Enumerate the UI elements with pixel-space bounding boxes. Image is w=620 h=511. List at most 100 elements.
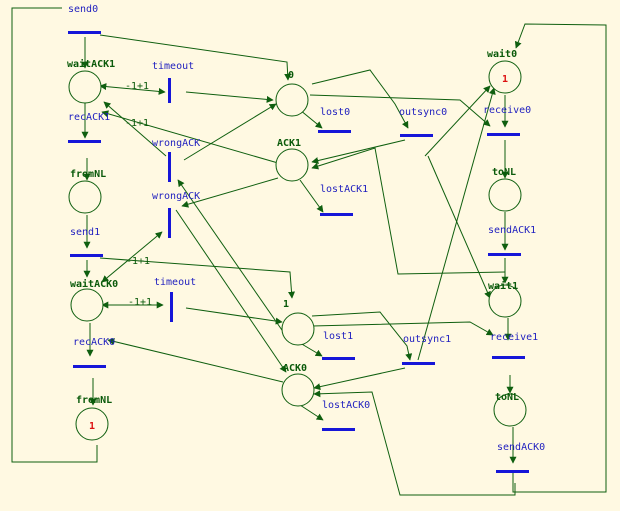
arc-0-to-lost0 — [299, 109, 323, 129]
arc-send0-to-0 — [99, 34, 292, 81]
label-waitACK0: waitACK0 — [70, 278, 118, 290]
label-outsync1: outsync1 — [403, 334, 451, 345]
label-lost0: lost0 — [320, 107, 350, 118]
arc-timeout1-to-0 — [185, 91, 274, 103]
place-labels: waitACK1 fromNL waitACK0 fromNL 0 ACK1 1… — [67, 48, 519, 406]
transition-lostACK1[interactable] — [320, 213, 353, 216]
label-0: 0 — [288, 70, 294, 81]
transition-send1[interactable] — [70, 254, 103, 257]
arc-0-to-outsync0 — [311, 69, 409, 129]
label-toNL-top: toNL — [492, 167, 516, 178]
arc-ack1-to-lostACK1 — [299, 179, 324, 213]
arc-wait0-to-outsync0 — [424, 85, 491, 157]
transition-lost0[interactable] — [318, 130, 351, 133]
transition-labels: send0 recACK1 send1 recACK0 timeout wron… — [68, 4, 545, 453]
transition-wrongACK2[interactable] — [168, 208, 171, 238]
label-waitACK1: waitACK1 — [67, 58, 115, 70]
weight-waitACK1-timeout: -1+1 — [125, 81, 149, 92]
arc-waitACK0-wrongACK2 — [101, 231, 163, 283]
weight-waitACK1-wrongACK: -1+1 — [125, 118, 149, 129]
weight-waitACK0-wrongACK: -1+1 — [126, 256, 150, 267]
label-fromNL-bottom: fromNL — [76, 395, 112, 406]
label-send1: send1 — [70, 227, 100, 238]
label-timeout1: timeout — [152, 61, 194, 72]
place-fromNL-bottom[interactable] — [75, 407, 109, 441]
label-1: 1 — [283, 299, 289, 310]
label-fromNL-top: fromNL — [70, 169, 106, 180]
label-sendACK0: sendACK0 — [497, 442, 545, 453]
transition-timeout2[interactable] — [170, 292, 173, 322]
arcs — [11, 7, 607, 496]
place-waitACK1[interactable] — [68, 70, 102, 104]
transition-lostACK0[interactable] — [322, 428, 355, 431]
label-wait0: wait0 — [487, 48, 517, 60]
place-ack1[interactable] — [275, 148, 309, 182]
arc-outsync0-wait1 — [427, 155, 491, 299]
transition-outsync1[interactable] — [402, 362, 435, 365]
arc-ack1-to-wrongACK2 — [181, 177, 279, 208]
token-fromNL-bottom: 1 — [89, 421, 95, 432]
places — [68, 60, 527, 441]
label-ack1: ACK1 — [277, 138, 301, 149]
arc-waitACK1-timeout — [99, 83, 166, 95]
arc-ack0-to-recACK0 — [107, 338, 284, 383]
arc-sendACK0-to-ack0 — [313, 390, 516, 496]
label-recACK0: recACK0 — [73, 337, 115, 348]
label-send0: send0 — [68, 4, 98, 15]
transition-recACK1[interactable] — [68, 140, 101, 143]
arc-ack1-to-recACK1 — [101, 110, 279, 164]
arc-loop-left — [11, 7, 98, 463]
arc-0-to-receive0 — [309, 94, 491, 127]
place-wait1[interactable] — [488, 284, 522, 318]
arc-weights: -1+1 -1+1 -1+1 -1+1 — [125, 81, 152, 308]
place-1[interactable] — [281, 312, 315, 346]
transitions — [68, 31, 529, 473]
transition-lost1[interactable] — [322, 357, 355, 360]
label-outsync0: outsync0 — [399, 107, 447, 118]
place-0[interactable] — [275, 83, 309, 117]
arc-outsync1-to-wait0 — [417, 87, 496, 361]
label-wrongACK1: wrongACK — [152, 138, 200, 149]
place-fromNL-top[interactable] — [68, 180, 102, 214]
label-toNL-bottom: toNL — [495, 392, 519, 403]
transition-sendACK1[interactable] — [488, 253, 521, 256]
arc-outsync1-to-ack0 — [313, 367, 406, 391]
arc-outsync0-to-ack1 — [311, 139, 406, 164]
transition-receive0[interactable] — [487, 133, 520, 136]
transition-timeout1[interactable] — [168, 78, 171, 103]
arc-ack0-wrongACK-long — [177, 179, 285, 334]
arc-waitACK1-wrongACK1 — [103, 101, 167, 157]
label-lost1: lost1 — [323, 331, 353, 342]
arc-send1-to-1 — [99, 257, 296, 299]
label-wrongACK2: wrongACK — [152, 191, 200, 202]
arc-loop-right — [512, 23, 607, 493]
arc-1-to-outsync1 — [311, 311, 413, 361]
label-timeout2: timeout — [154, 277, 196, 288]
arc-wrongACK1-to-1 — [175, 209, 287, 373]
weight-waitACK0-timeout: -1+1 — [128, 297, 152, 308]
transition-wrongACK1[interactable] — [168, 152, 171, 182]
arc-wrongACK1-to-0 — [183, 103, 277, 161]
place-toNL-top[interactable] — [488, 178, 522, 212]
label-recACK1: recACK1 — [68, 112, 110, 123]
place-wait0[interactable] — [488, 60, 522, 94]
label-lostACK1: lostACK1 — [320, 184, 368, 195]
transition-outsync0[interactable] — [400, 134, 433, 137]
arc-timeout2-to-1 — [185, 307, 283, 325]
arc-ack0-to-lostACK0 — [299, 404, 324, 421]
label-receive1: receive1 — [490, 332, 538, 343]
arc-1-to-receive1 — [311, 321, 494, 336]
arc-sendACK1-to-ack1 — [311, 147, 506, 275]
label-lostACK0: lostACK0 — [322, 400, 370, 411]
place-toNL-bottom[interactable] — [493, 393, 527, 427]
transition-send0[interactable] — [68, 31, 101, 34]
label-ack0: ACK0 — [283, 363, 307, 374]
place-waitACK0[interactable] — [70, 288, 104, 322]
place-ack0[interactable] — [281, 373, 315, 407]
transition-sendACK0[interactable] — [496, 470, 529, 473]
transition-receive1[interactable] — [492, 356, 525, 359]
label-wait1: wait1 — [488, 280, 518, 292]
token-wait0: 1 — [502, 74, 508, 85]
transition-recACK0[interactable] — [73, 365, 106, 368]
